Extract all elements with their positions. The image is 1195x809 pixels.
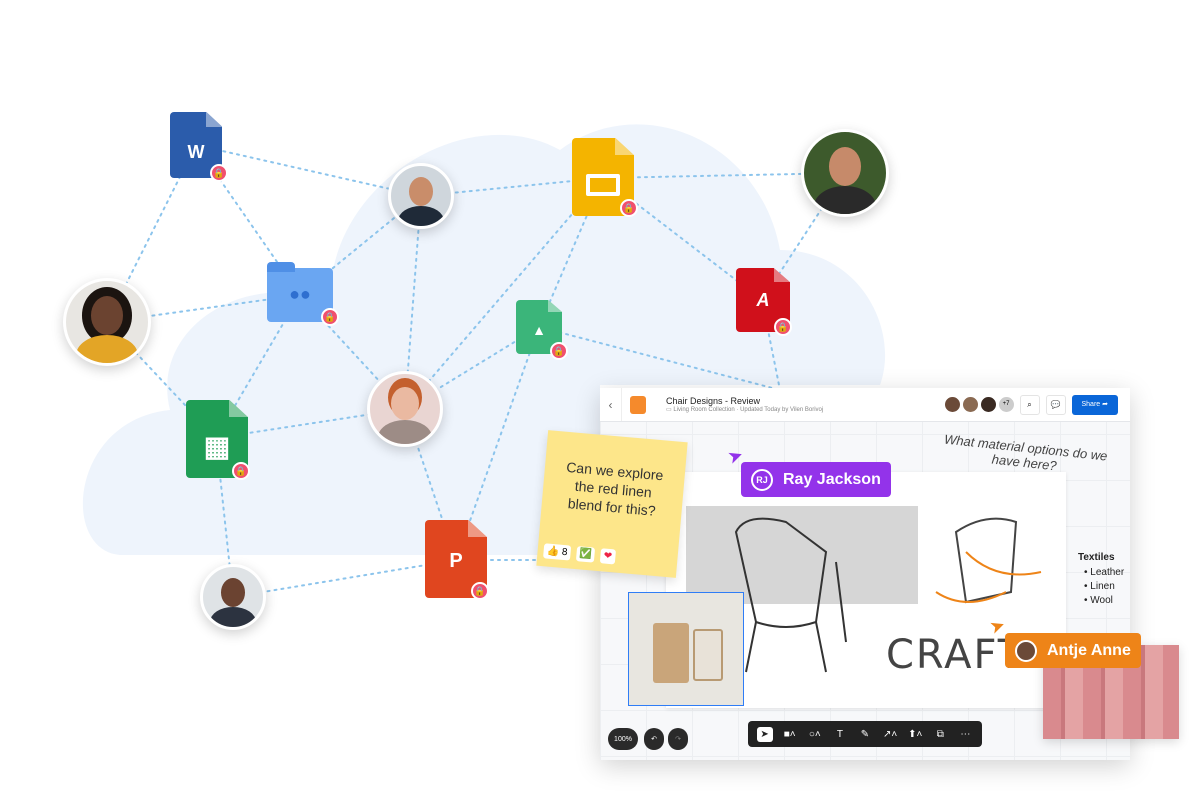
lock-icon: 🔒 xyxy=(210,164,228,182)
ray-jackson-cursor-label: RJ Ray Jackson xyxy=(741,462,891,497)
comments-icon[interactable]: 💬 xyxy=(1045,394,1066,415)
share-button[interactable]: Share ➦ xyxy=(1071,394,1118,415)
lock-icon: 🔒 xyxy=(620,199,638,217)
check-reaction[interactable]: ✅ xyxy=(575,546,596,563)
collaborator-avatar xyxy=(962,397,978,412)
antje-anne-name: Antje Anne xyxy=(1047,641,1131,659)
avatar-man-redhead xyxy=(367,371,443,447)
lock-icon: 🔒 xyxy=(774,318,792,336)
textile-item: Linen xyxy=(1090,581,1115,592)
more-tools-icon[interactable]: ⋯ xyxy=(960,728,971,740)
redo-button[interactable]: ↷ xyxy=(668,728,688,750)
lock-icon: 🔒 xyxy=(471,582,489,600)
rectangle-tool-icon[interactable]: ■˄ xyxy=(783,728,796,740)
whiteboard-header: ‹ Chair Designs - Review ▭ Living Room C… xyxy=(600,388,1130,422)
textile-item: Wool xyxy=(1090,595,1113,606)
more-collaborators[interactable]: +7 xyxy=(998,397,1014,412)
ray-jackson-name: Ray Jackson xyxy=(783,470,881,488)
avatar-man-bottom xyxy=(200,564,266,630)
avatar-man-top xyxy=(388,163,454,229)
connection-line xyxy=(602,177,763,301)
textiles-title: Textiles xyxy=(1078,552,1115,563)
pen-tool-icon[interactable]: ✎ xyxy=(860,728,870,740)
connection-line xyxy=(106,144,197,323)
connection-line xyxy=(299,195,422,296)
drawing-toolbar: ➤ ■˄ ○˄ T ✎ ↗˄ ⬆˄ ⧉ ⋯ xyxy=(748,721,982,747)
zoom-level-button[interactable]: 100% xyxy=(608,728,638,750)
sticky-note-text: Can we explore the red linen blend for t… xyxy=(565,458,665,519)
connection-line xyxy=(602,172,846,179)
sketch-grey-panel xyxy=(686,506,918,604)
upload-tool-icon[interactable]: ⬆˄ xyxy=(908,728,923,740)
circle-tool-icon[interactable]: ○˄ xyxy=(808,728,821,740)
select-tool-icon[interactable]: ➤ xyxy=(756,726,773,742)
connection-line xyxy=(195,144,422,197)
undo-button[interactable]: ↶ xyxy=(644,728,664,750)
lock-icon: 🔒 xyxy=(321,308,339,326)
text-tool-icon[interactable]: T xyxy=(836,728,843,740)
lock-icon: 🔒 xyxy=(550,342,568,360)
connection-line xyxy=(232,559,457,598)
whiteboard-window: ‹ Chair Designs - Review ▭ Living Room C… xyxy=(600,388,1130,760)
avatar-woman-left xyxy=(63,278,151,366)
lock-icon: 🔒 xyxy=(232,462,250,480)
search-icon[interactable]: ⌕ xyxy=(1019,394,1040,415)
back-button[interactable]: ‹ xyxy=(600,388,622,421)
whiteboard-app-icon xyxy=(630,395,646,414)
cloud-shape xyxy=(82,124,886,555)
textile-item: Leather xyxy=(1090,567,1125,578)
connection-line xyxy=(404,326,540,410)
connection-line xyxy=(455,326,540,561)
shapes-tool-icon[interactable]: ⧉ xyxy=(936,728,944,740)
updated-text: Updated Today by Vilen Borivoj xyxy=(740,407,824,413)
textiles-list: Textiles • Leather • Linen • Wool xyxy=(1078,552,1125,606)
ray-jackson-initials: RJ xyxy=(751,468,773,491)
connection-line xyxy=(404,195,422,410)
sticky-note[interactable]: Can we explore the red linen blend for t… xyxy=(536,430,688,578)
antje-anne-avatar xyxy=(1015,639,1037,662)
collaborator-avatar xyxy=(980,397,996,412)
shared-folder-icon: ●●🔒 xyxy=(267,262,339,326)
connection-line xyxy=(404,177,604,410)
collaborator-avatar xyxy=(944,397,960,412)
craft-text: CRAFT xyxy=(886,632,1025,678)
thumbs-up-reaction[interactable]: 👍 8 xyxy=(543,543,572,561)
connector-tool-icon[interactable]: ↗˄ xyxy=(882,728,898,740)
selected-chair-photo[interactable] xyxy=(628,592,744,706)
avatar-woman-top-right xyxy=(801,129,889,217)
folder-name[interactable]: Living Room Collection xyxy=(673,407,735,413)
antje-anne-cursor-label: Antje Anne xyxy=(1005,633,1141,668)
whiteboard-title: Chair Designs - Review xyxy=(666,396,761,406)
connection-line xyxy=(538,326,781,391)
chair-sketch xyxy=(734,517,1042,673)
connection-line xyxy=(299,294,406,410)
heart-reaction[interactable]: ❤ xyxy=(600,548,616,565)
